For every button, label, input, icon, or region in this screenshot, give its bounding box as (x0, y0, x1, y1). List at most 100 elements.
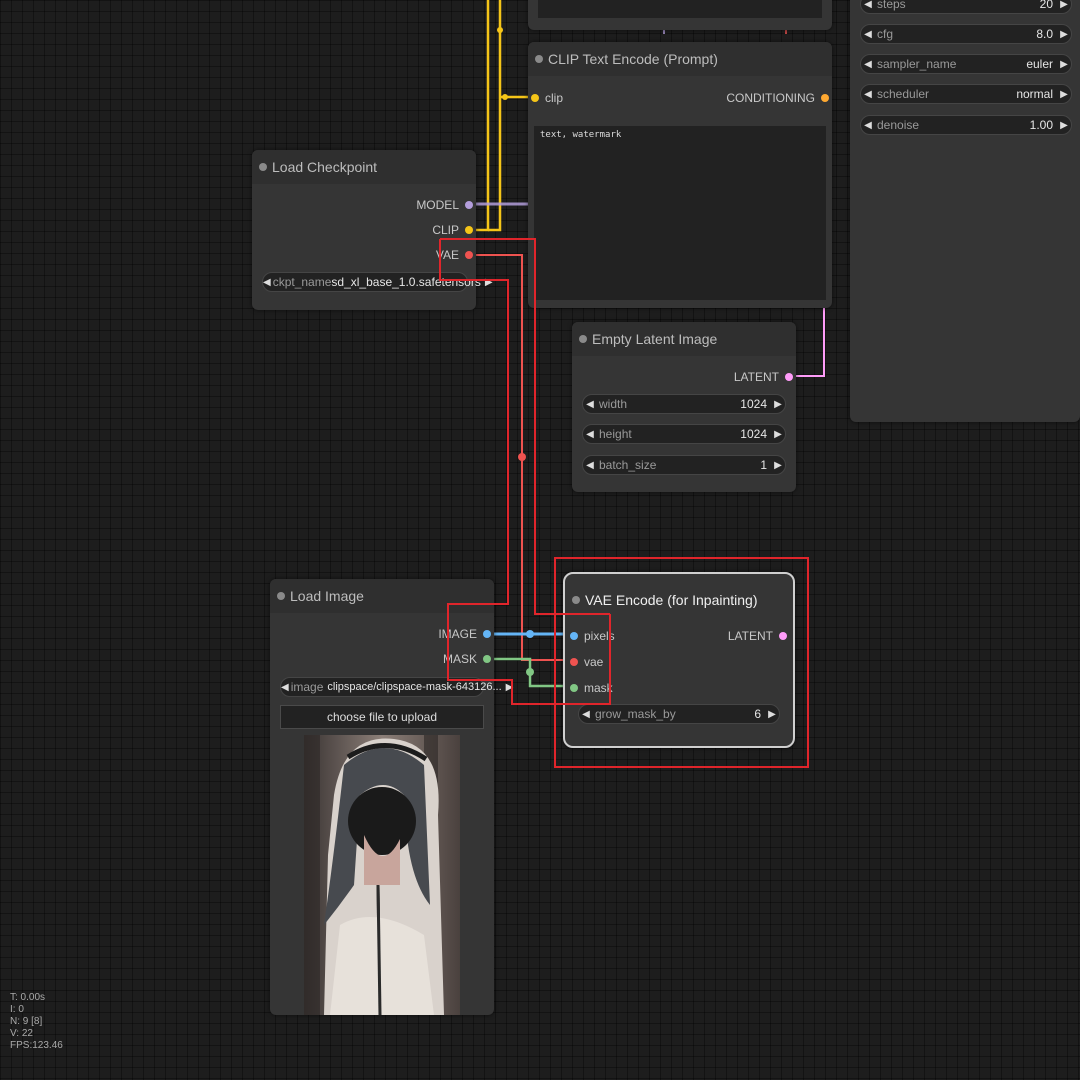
vae-output-slot[interactable]: VAE (436, 247, 473, 263)
decrement-arrow-icon[interactable]: ◀ (586, 428, 594, 440)
increment-arrow-icon[interactable]: ▶ (774, 459, 782, 471)
node-title-bar[interactable]: CLIP Text Encode (Prompt) (528, 42, 832, 76)
widget-value: clipspace/clipspace-mask-643126... (327, 681, 502, 693)
empty-latent-image-node[interactable]: Empty Latent Image LATENT ◀ width 1024 ▶… (572, 322, 796, 492)
slot-label: LATENT (727, 629, 773, 643)
increment-arrow-icon[interactable]: ▶ (1060, 58, 1068, 70)
height-widget[interactable]: ◀ height 1024 ▶ (582, 424, 786, 444)
clip-wire-dot (497, 27, 503, 33)
increment-arrow-icon[interactable]: ▶ (1060, 119, 1068, 131)
batch-size-widget[interactable]: ◀ batch_size 1 ▶ (582, 455, 786, 475)
collapse-dot-icon[interactable] (535, 55, 543, 63)
increment-arrow-icon[interactable]: ▶ (774, 428, 782, 440)
model-slot-dot[interactable] (465, 201, 473, 209)
increment-arrow-icon[interactable]: ▶ (1060, 88, 1068, 100)
collapse-dot-icon[interactable] (579, 335, 587, 343)
widget-value: 1 (760, 458, 767, 472)
widget-value: 6 (754, 707, 761, 721)
grow-mask-by-widget[interactable]: ◀ grow_mask_by 6 ▶ (578, 704, 780, 724)
decrement-arrow-icon[interactable]: ◀ (864, 28, 872, 40)
latent-slot-dot[interactable] (785, 373, 793, 381)
latent-output-slot[interactable]: LATENT (728, 628, 787, 644)
conditioning-output-slot[interactable]: CONDITIONING (726, 90, 829, 106)
widget-label: denoise (877, 118, 920, 132)
steps-widget[interactable]: ◀ steps 20 ▶ (860, 0, 1072, 14)
node-title: Load Checkpoint (272, 159, 378, 175)
increment-arrow-icon[interactable]: ▶ (1060, 28, 1068, 40)
increment-arrow-icon[interactable]: ▶ (484, 276, 493, 288)
decrement-arrow-icon[interactable]: ◀ (586, 459, 594, 471)
increment-arrow-icon[interactable]: ▶ (505, 681, 514, 693)
widget-label: width (599, 397, 628, 411)
upper-partial-node[interactable] (528, 0, 832, 30)
decrement-arrow-icon[interactable]: ◀ (582, 708, 590, 720)
ksampler-node[interactable]: ◀ steps 20 ▶ ◀ cfg 8.0 ▶ ◀ sampler_name … (850, 0, 1080, 422)
widget-value: sd_xl_base_1.0.safetensors (331, 275, 481, 289)
clip-text-encode-node[interactable]: CLIP Text Encode (Prompt) clip CONDITION… (528, 42, 832, 308)
widget-value: 1024 (740, 397, 767, 411)
widget-label: image (290, 680, 324, 694)
stat-fps: FPS:123.46 (10, 1040, 63, 1051)
stat-time: T: 0.00s (10, 992, 46, 1003)
ckpt-name-widget[interactable]: ◀ ckpt_name sd_xl_base_1.0.safetensors ▶ (262, 272, 493, 292)
upload-file-button[interactable]: choose file to upload (280, 705, 484, 729)
collapse-dot-icon[interactable] (277, 592, 285, 600)
node-title: CLIP Text Encode (Prompt) (548, 51, 718, 67)
vae-slot-dot[interactable] (465, 251, 473, 259)
prompt-text: text, watermark (540, 130, 622, 140)
scheduler-widget[interactable]: ◀ scheduler normal ▶ (860, 84, 1072, 104)
clip-slot-dot[interactable] (465, 226, 473, 234)
increment-arrow-icon[interactable]: ▶ (774, 398, 782, 410)
slot-label: IMAGE (438, 627, 477, 641)
slot-label: VAE (435, 248, 459, 262)
decrement-arrow-icon[interactable]: ◀ (864, 88, 872, 100)
sampler-name-widget[interactable]: ◀ sampler_name euler ▶ (860, 54, 1072, 74)
width-widget[interactable]: ◀ width 1024 ▶ (582, 394, 786, 414)
increment-arrow-icon[interactable]: ▶ (768, 708, 776, 720)
load-checkpoint-node[interactable]: Load Checkpoint MODEL CLIP VAE ◀ ckpt_na… (252, 150, 493, 310)
decrement-arrow-icon[interactable]: ◀ (263, 276, 271, 288)
node-title-bar[interactable]: Load Checkpoint (252, 150, 476, 184)
conditioning-slot-dot[interactable] (821, 94, 829, 102)
stat-i: I: 0 (10, 1004, 24, 1015)
latent-slot-dot[interactable] (779, 632, 787, 640)
mask-slot-dot[interactable] (483, 655, 491, 663)
decrement-arrow-icon[interactable]: ◀ (281, 681, 289, 693)
decrement-arrow-icon[interactable]: ◀ (864, 58, 872, 70)
slot-label: CLIP (432, 223, 459, 237)
node-title-bar[interactable]: Empty Latent Image (572, 322, 796, 356)
decrement-arrow-icon[interactable]: ◀ (864, 119, 872, 131)
widget-value: 8.0 (1036, 27, 1053, 41)
image-output-slot[interactable]: IMAGE (438, 626, 491, 642)
mask-wire-dot (526, 668, 534, 676)
widget-value: 20 (1039, 0, 1053, 11)
decrement-arrow-icon[interactable]: ◀ (586, 398, 594, 410)
stat-v: V: 22 (10, 1028, 33, 1039)
upper-partial-textarea[interactable] (538, 0, 822, 18)
image-select-widget[interactable]: ◀ image clipspace/clipspace-mask-643126.… (280, 677, 513, 697)
preview-illustration (304, 735, 460, 1016)
node-title: Load Image (290, 588, 364, 604)
highlight-box-vae-encode (554, 557, 809, 768)
increment-arrow-icon[interactable]: ▶ (1060, 0, 1068, 10)
collapse-dot-icon[interactable] (259, 163, 267, 171)
node-title-bar[interactable]: Load Image (270, 579, 494, 613)
clip-slot-dot[interactable] (531, 94, 539, 102)
clip-output-slot[interactable]: CLIP (432, 222, 473, 238)
slot-label: MODEL (416, 198, 459, 212)
image-slot-dot[interactable] (483, 630, 491, 638)
clip-input-slot[interactable]: clip (531, 90, 563, 106)
widget-label: scheduler (877, 87, 930, 101)
stats-overlay: T: 0.00s I: 0 N: 9 [8] V: 22 FPS:123.46 (10, 992, 63, 1052)
mask-output-slot[interactable]: MASK (443, 651, 491, 667)
latent-output-slot[interactable]: LATENT (734, 369, 793, 385)
denoise-widget[interactable]: ◀ denoise 1.00 ▶ (860, 115, 1072, 135)
cfg-widget[interactable]: ◀ cfg 8.0 ▶ (860, 24, 1072, 44)
prompt-textarea[interactable]: text, watermark (534, 126, 826, 300)
widget-label: ckpt_name (272, 275, 332, 289)
model-output-slot[interactable]: MODEL (416, 197, 473, 213)
load-image-node[interactable]: Load Image IMAGE MASK ◀ image clipspace/… (270, 579, 513, 1016)
widget-label: cfg (877, 27, 894, 41)
image-wire-dot (526, 630, 534, 638)
decrement-arrow-icon[interactable]: ◀ (864, 0, 872, 10)
